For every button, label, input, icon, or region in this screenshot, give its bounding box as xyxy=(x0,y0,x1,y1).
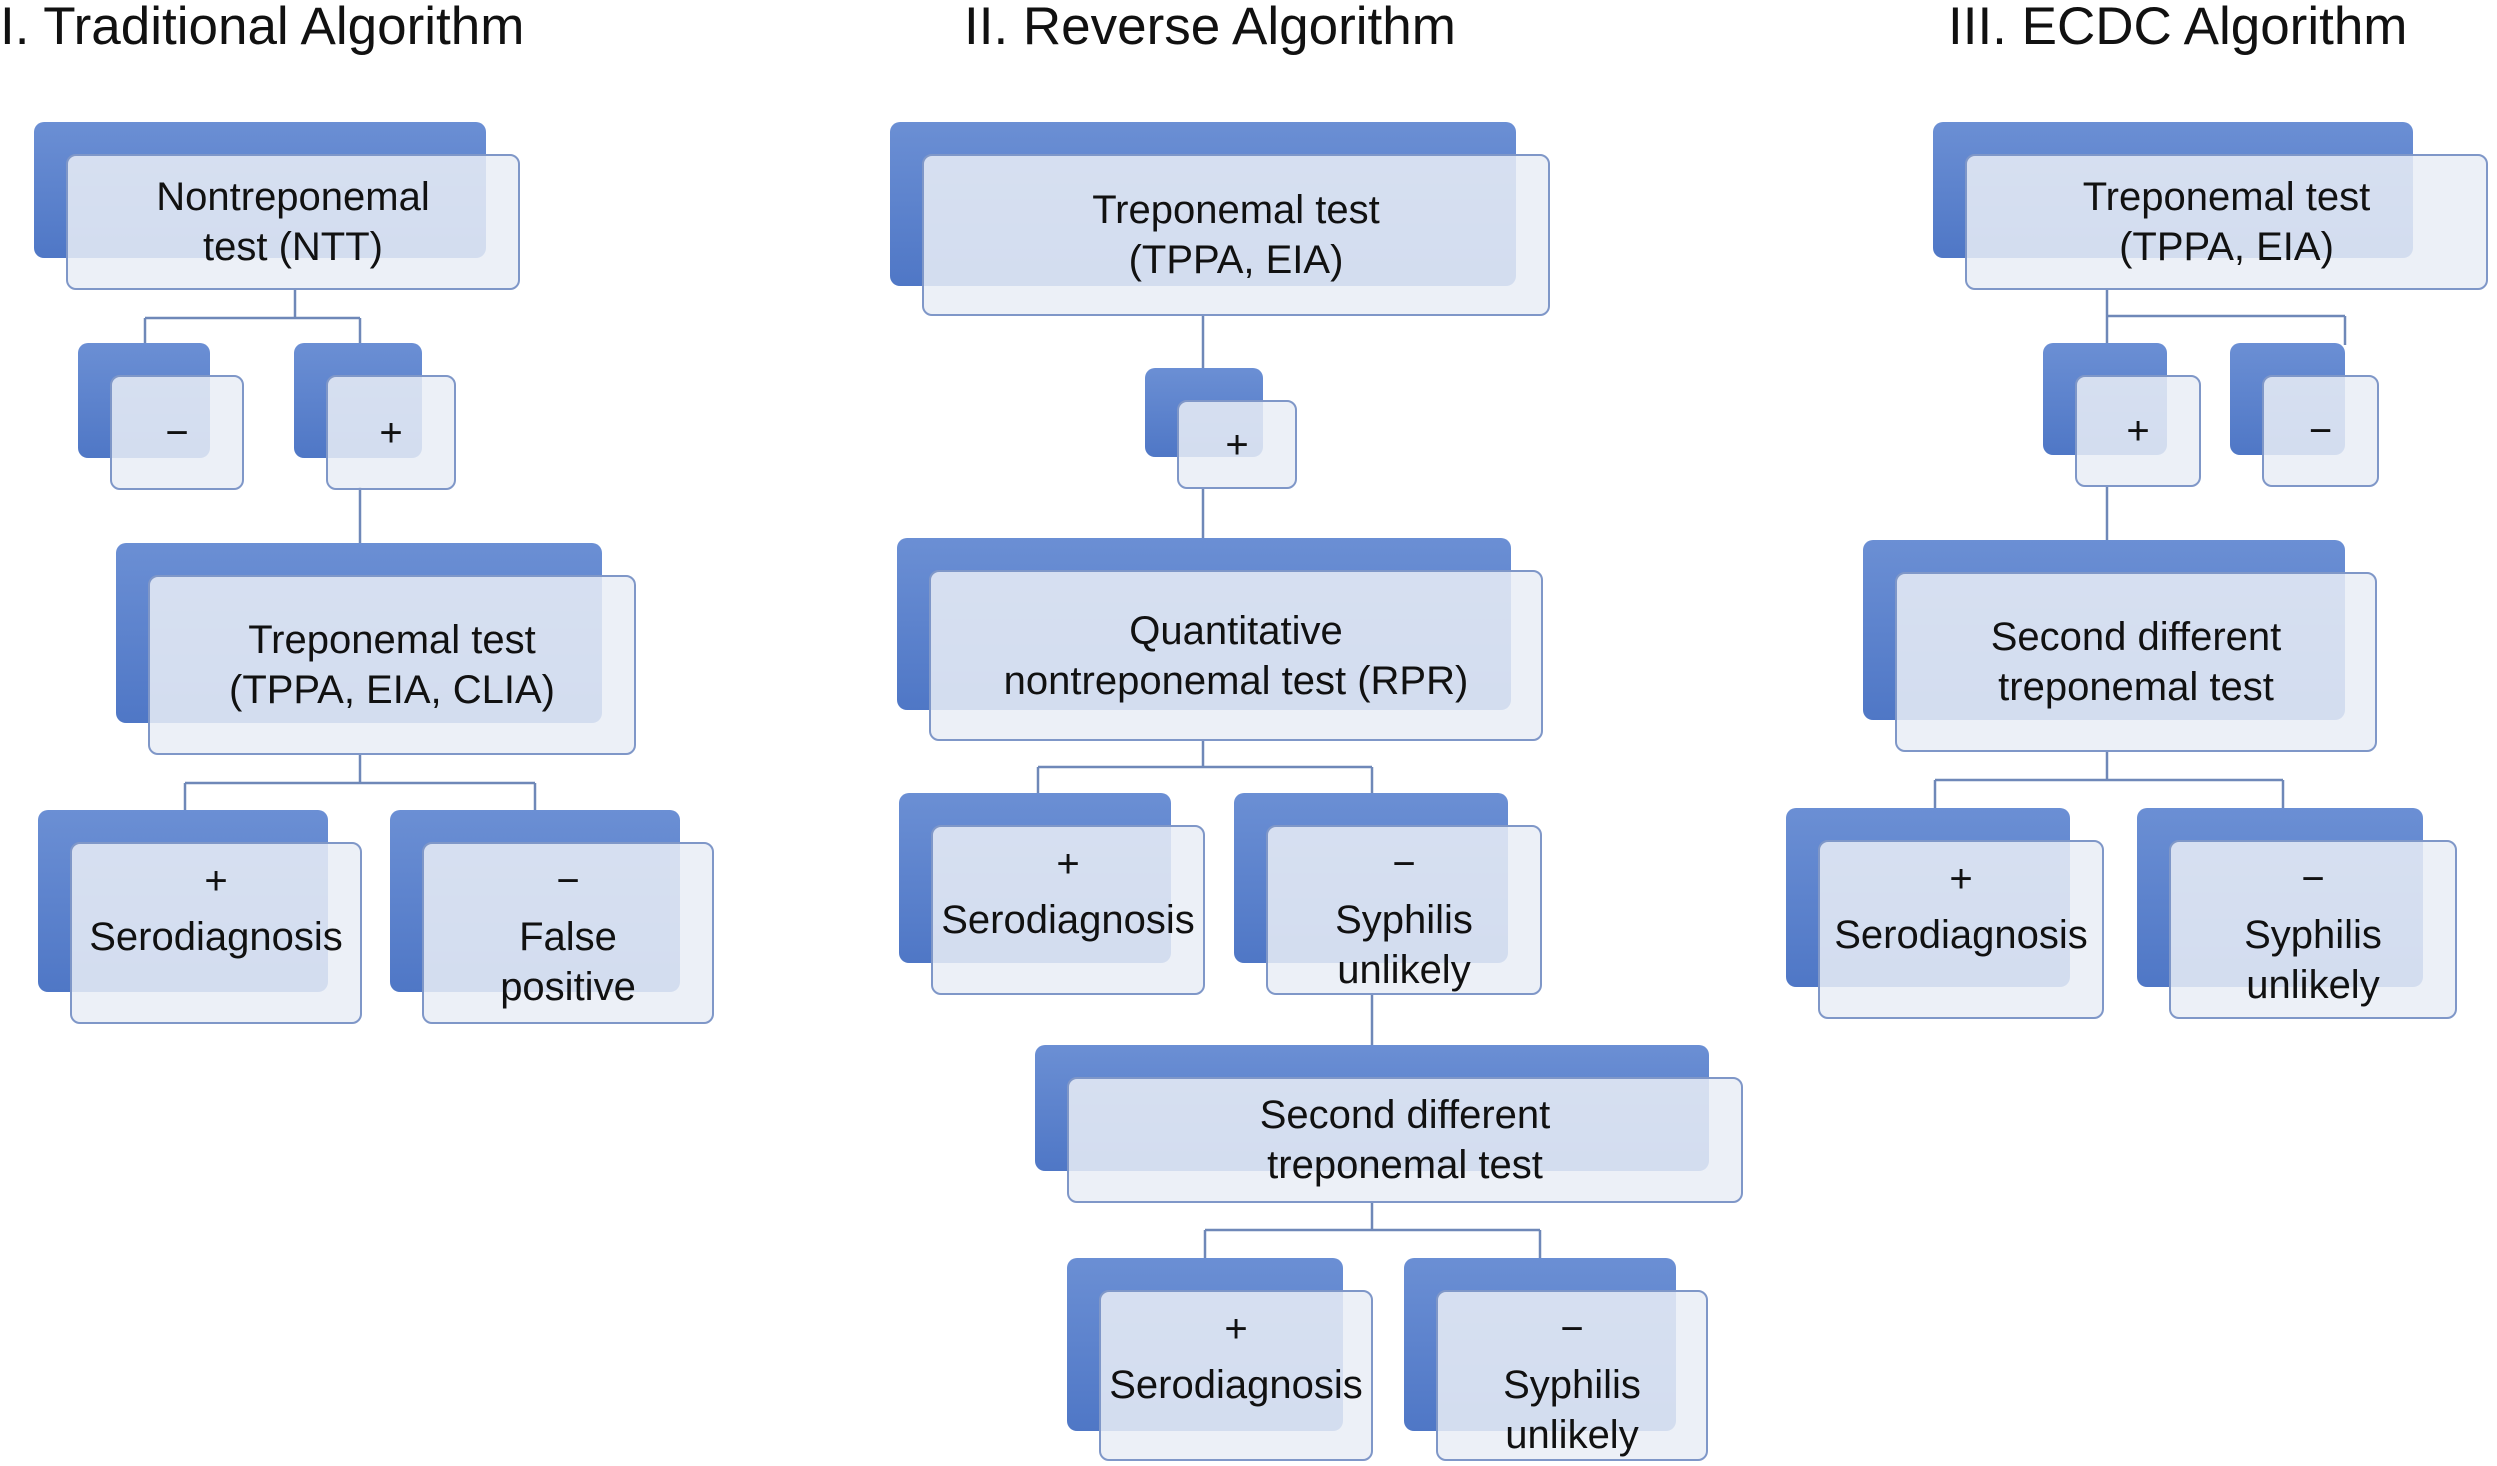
serodiagnosis-label: Serodiagnosis xyxy=(941,898,1195,942)
second-test-label-line1: Second different xyxy=(1990,615,2282,659)
negative-sign: − xyxy=(1560,1307,1584,1351)
negative-sign: − xyxy=(2301,857,2325,901)
positive-sign: + xyxy=(1225,422,1249,467)
false-positive-label-line2: positive xyxy=(500,965,636,1009)
second-test-label-line1: Second different xyxy=(1259,1093,1551,1137)
negative-sign: − xyxy=(165,410,189,455)
negative-sign: − xyxy=(556,859,580,903)
rpr-label-line2: nontreponemal test (RPR) xyxy=(1003,658,1469,703)
second-test-label-line2: treponemal test xyxy=(1998,665,2274,709)
treponemal-label-line2: (TPPA, EIA, CLIA) xyxy=(229,668,555,712)
treponemal-label-line1: Treponemal test xyxy=(1092,188,1380,232)
reverse-algorithm-title: II. Reverse Algorithm xyxy=(964,0,1456,56)
serodiagnosis-label: Serodiagnosis xyxy=(1834,913,2088,957)
treponemal-label-line2: (TPPA, EIA) xyxy=(1128,238,1344,282)
ntt-label-line1: Nontreponemal xyxy=(156,175,430,219)
positive-sign: + xyxy=(2126,409,2150,453)
negative-sign: − xyxy=(2308,409,2333,453)
syphilis-unlikely-label-line1: Syphilis xyxy=(1335,898,1473,942)
positive-sign: + xyxy=(379,410,403,455)
serodiagnosis-label: Serodiagnosis xyxy=(89,915,343,959)
false-positive-label-line1: False xyxy=(519,915,617,959)
syphilis-unlikely-label-line1: Syphilis xyxy=(1503,1363,1641,1407)
positive-sign: + xyxy=(1056,842,1080,886)
treponemal-label-line2: (TPPA, EIA) xyxy=(2119,225,2334,269)
negative-sign: − xyxy=(1392,842,1416,886)
syphilis-unlikely-label-line2: unlikely xyxy=(1505,1413,1639,1457)
ecdc-algorithm-title: III. ECDC Algorithm xyxy=(1948,0,2408,56)
syphilis-unlikely-label-line2: unlikely xyxy=(2246,963,2380,1007)
syphilis-unlikely-label-line1: Syphilis xyxy=(2244,913,2382,957)
serodiagnosis-label: Serodiagnosis xyxy=(1109,1363,1363,1407)
ntt-label-line2: test (NTT) xyxy=(203,225,383,269)
positive-sign: + xyxy=(1224,1307,1248,1351)
rpr-label-line1: Quantitative xyxy=(1129,608,1343,653)
second-test-label-line2: treponemal test xyxy=(1267,1143,1543,1187)
traditional-algorithm-title: I. Traditional Algorithm xyxy=(0,0,525,56)
treponemal-label-line1: Treponemal test xyxy=(248,618,536,662)
treponemal-label-line1: Treponemal test xyxy=(2082,175,2371,219)
syphilis-unlikely-label-line2: unlikely xyxy=(1337,948,1471,992)
positive-sign: + xyxy=(204,859,228,903)
positive-sign: + xyxy=(1949,857,1973,901)
